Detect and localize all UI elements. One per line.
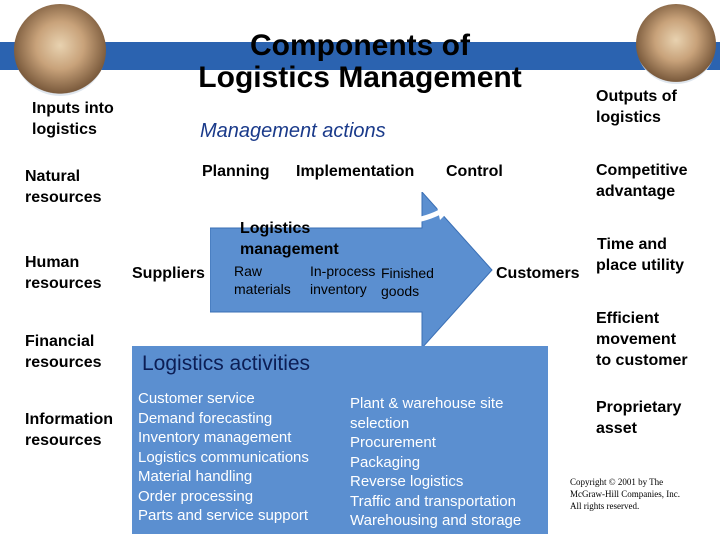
outputs-heading: Outputs of logistics bbox=[596, 86, 677, 128]
logistics-management-label: Logistics management bbox=[240, 218, 339, 260]
input-financial-line2: resources bbox=[25, 354, 102, 371]
page-title: Components of Logistics Management bbox=[160, 30, 560, 94]
input-human-line2: resources bbox=[25, 275, 102, 292]
flow-arrow-shape bbox=[210, 192, 493, 350]
photo-right-person bbox=[636, 4, 716, 84]
input-natural-resources: Natural resources bbox=[25, 166, 102, 208]
curved-arrow-1-head-icon bbox=[336, 202, 352, 220]
action-planning: Planning bbox=[202, 163, 270, 180]
output-competitive-line1: Competitive bbox=[596, 162, 688, 179]
copyright-line2: McGraw-Hill Companies, Inc. bbox=[570, 489, 680, 499]
flow-inprocess-line1: In-process bbox=[310, 263, 376, 279]
activity-item: Packaging bbox=[350, 453, 421, 471]
outputs-heading-line2: logistics bbox=[596, 109, 661, 126]
flow-raw-line1: Raw bbox=[234, 263, 263, 279]
output-competitive-advantage: Competitive advantage bbox=[596, 160, 688, 202]
activities-list-left: Customer service Demand forecasting Inve… bbox=[138, 389, 309, 526]
activity-item: Material handling bbox=[138, 468, 253, 485]
outputs-heading-line1: Outputs of bbox=[596, 88, 677, 105]
curved-arrows bbox=[246, 202, 452, 224]
copyright-line1: Copyright © 2001 by The bbox=[570, 477, 664, 487]
activity-item: Order processing bbox=[138, 487, 254, 505]
logistics-management-line1: Logistics bbox=[240, 220, 311, 237]
curved-arrow-2-icon bbox=[358, 205, 442, 224]
output-efficient-movement: Efficient movement to customer bbox=[596, 308, 688, 371]
output-competitive-line2: advantage bbox=[596, 183, 676, 200]
title-line-1: Components of bbox=[250, 29, 470, 62]
output-efficient-line1: Efficient bbox=[596, 310, 660, 327]
flow-inprocess-inventory: In-process inventory bbox=[310, 262, 380, 298]
flow-raw-line2: materials bbox=[234, 281, 291, 297]
output-time-line2: place utility bbox=[596, 257, 685, 274]
activity-item: Plant & warehouse site bbox=[350, 395, 504, 412]
activity-item: Traffic and transportation bbox=[350, 492, 516, 510]
activity-item: Procurement bbox=[350, 434, 436, 451]
photo-left-person bbox=[14, 4, 106, 96]
output-efficient-line2: movement bbox=[596, 331, 677, 348]
inputs-heading: Inputs into logistics bbox=[32, 100, 114, 138]
title-line-2: Logistics Management bbox=[198, 61, 522, 94]
output-efficient-line3: to customer bbox=[596, 352, 688, 369]
output-time-line1: Time and bbox=[597, 236, 667, 253]
input-financial-line1: Financial bbox=[25, 333, 95, 350]
flow-finished-line2: goods bbox=[381, 283, 420, 299]
activity-item: Reverse logistics bbox=[350, 473, 464, 490]
activity-item: Parts and service support bbox=[138, 507, 309, 524]
input-human-line1: Human bbox=[25, 254, 80, 271]
copyright-notice: Copyright © 2001 by The McGraw-Hill Comp… bbox=[570, 476, 680, 512]
flow-finished-goods: Finished goods bbox=[381, 264, 434, 300]
activity-item: Logistics communications bbox=[138, 448, 309, 466]
logistics-management-line2: management bbox=[240, 241, 339, 258]
output-proprietary-line2: asset bbox=[596, 420, 637, 437]
output-proprietary-line1: Proprietary bbox=[596, 399, 682, 416]
input-information-resources: Information resources bbox=[25, 409, 113, 451]
input-financial-resources: Financial resources bbox=[25, 331, 102, 373]
management-actions-heading: Management actions bbox=[200, 120, 386, 142]
activity-item: Demand forecasting bbox=[138, 409, 273, 427]
output-time-place-utility: Time and place utility bbox=[596, 234, 684, 276]
output-proprietary-asset: Proprietary asset bbox=[596, 397, 681, 439]
input-information-line2: resources bbox=[25, 432, 102, 449]
flow-finished-line1: Finished bbox=[381, 265, 434, 281]
action-implementation: Implementation bbox=[296, 163, 415, 180]
suppliers-label: Suppliers bbox=[132, 265, 205, 282]
header-band bbox=[0, 42, 720, 70]
curved-arrow-1-icon bbox=[246, 205, 341, 224]
copyright-line3: All rights reserved. bbox=[570, 501, 640, 511]
activity-item: selection bbox=[350, 414, 410, 432]
activity-item: Customer service bbox=[138, 390, 255, 407]
input-human-resources: Human resources bbox=[25, 252, 102, 294]
logistics-activities-heading: Logistics activities bbox=[142, 352, 311, 375]
input-natural-line2: resources bbox=[25, 189, 102, 206]
flow-arrow bbox=[210, 192, 493, 350]
activity-item: Inventory management bbox=[138, 429, 292, 446]
curved-arrow-2-head-icon bbox=[436, 202, 452, 220]
flow-inprocess-line2: inventory bbox=[310, 281, 367, 297]
input-natural-line1: Natural bbox=[25, 168, 81, 185]
logistics-activities-panel bbox=[132, 346, 548, 534]
customers-label: Customers bbox=[496, 265, 580, 282]
activity-item: Warehousing and storage bbox=[350, 512, 522, 529]
flow-raw-materials: Raw materials bbox=[234, 262, 291, 298]
action-control: Control bbox=[446, 163, 503, 180]
input-information-line1: Information bbox=[25, 411, 113, 428]
activities-list-right: Plant & warehouse site selection Procure… bbox=[350, 394, 521, 531]
